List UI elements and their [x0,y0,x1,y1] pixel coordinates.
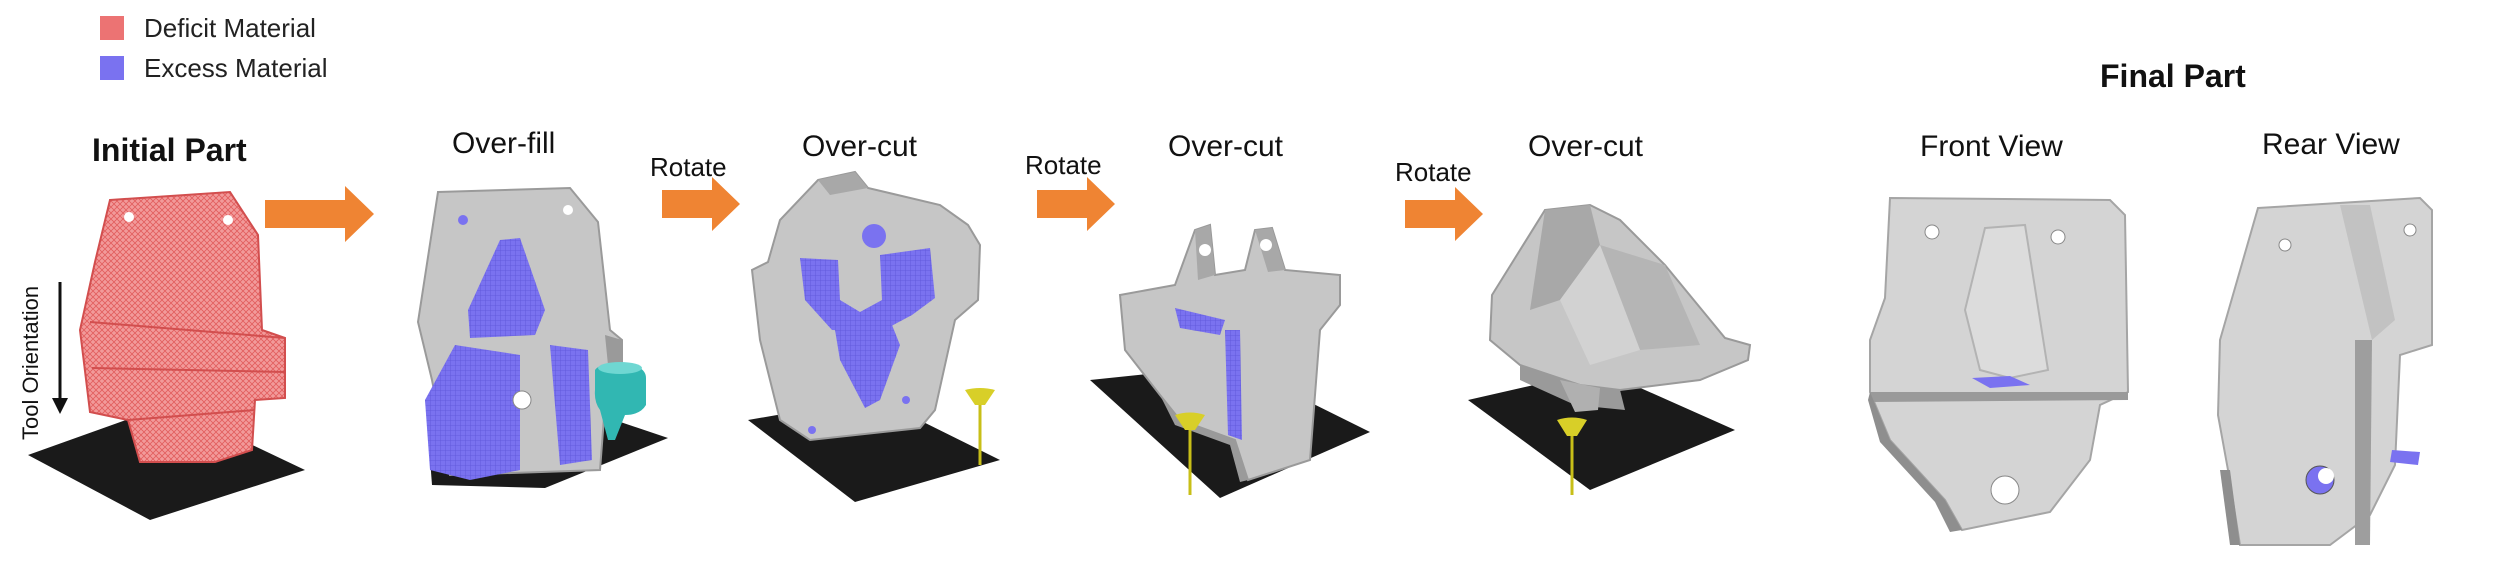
over-fill-model [416,186,668,488]
legend: Deficit Material Excess Material [100,8,328,88]
title-final-part: Final Part [2100,58,2246,94]
arrow-2 [662,177,740,231]
title-front-view: Front View [1920,130,2063,163]
rotate-label-2: Rotate [1025,150,1102,180]
excess-swatch [100,56,124,80]
title-over-cut-1: Over-cut [802,130,918,163]
title-over-cut-2: Over-cut [1168,130,1284,163]
arrow-4 [1405,187,1483,241]
legend-item-excess: Excess Material [100,48,328,88]
deficit-swatch [100,16,124,40]
rotate-label-1: Rotate [650,152,727,182]
legend-item-deficit: Deficit Material [100,8,328,48]
legend-label-deficit: Deficit Material [144,12,316,43]
title-initial-part: Initial Part [92,132,247,168]
final-rear-view-model [2216,196,2433,546]
title-over-cut-3: Over-cut [1528,130,1644,163]
arrow-1 [265,186,374,242]
title-rear-view: Rear View [2262,128,2400,161]
over-cut-model-3 [1468,203,1752,495]
legend-label-excess: Excess Material [144,52,328,83]
over-cut-model-1 [748,170,1000,502]
title-over-fill: Over-fill [452,127,556,160]
rotate-label-3: Rotate [1395,157,1472,187]
over-cut-model-2 [1090,223,1370,498]
tool-orientation-arrow [52,282,68,414]
initial-part-model [28,190,305,520]
final-front-view-model [1868,196,2130,532]
arrow-3 [1037,177,1115,231]
